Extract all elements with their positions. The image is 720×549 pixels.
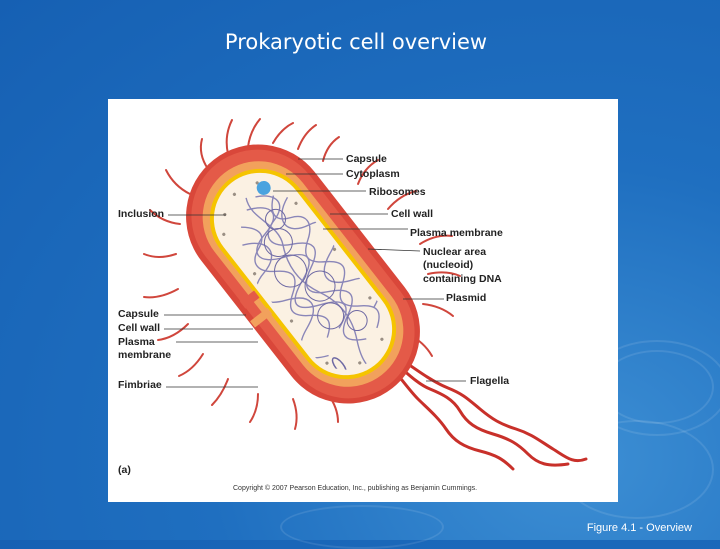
- label-inclusion: Inclusion: [118, 208, 165, 220]
- flagellum: [388, 355, 588, 471]
- inclusion-granule: [256, 180, 271, 195]
- label-capsule-left: Capsule: [118, 308, 159, 320]
- copyright-notice: Copyright © 2007 Pearson Education, Inc.…: [233, 485, 478, 492]
- label-cell-wall-left: Cell wall: [118, 322, 161, 334]
- label-flagella: Flagella: [470, 375, 510, 387]
- label-cytoplasm: Cytoplasm: [346, 168, 400, 180]
- ribosomes-dots: [222, 181, 384, 365]
- nucleoid-dna: [222, 181, 388, 380]
- label-capsule: Capsule: [346, 153, 387, 165]
- prokaryotic-cell-diagram: [143, 118, 588, 471]
- label-cell-wall: Cell wall: [391, 208, 434, 220]
- capsule-cutaway: [239, 290, 260, 309]
- label-fimbriae: Fimbriae: [118, 379, 162, 391]
- figure-caption: Figure 4.1 - Overview: [586, 522, 692, 534]
- label-plasma-membrane: Plasma membrane: [410, 227, 503, 239]
- label-plasmid: Plasmid: [446, 292, 487, 304]
- slide-title: Prokaryotic cell overview: [224, 30, 488, 54]
- label-nucleoid: (nucleoid): [423, 259, 474, 271]
- label-containing-dna: containing DNA: [423, 273, 502, 285]
- background-ripple: [280, 505, 444, 549]
- leader-lines: [164, 158, 466, 388]
- figure-panel: Capsule Cytoplasm Ribosomes Inclusion Ce…: [108, 99, 618, 502]
- label-ribosomes: Ribosomes: [369, 186, 426, 198]
- label-membrane-left: membrane: [118, 349, 172, 361]
- fimbriae: [143, 118, 461, 430]
- cell-body: [186, 144, 420, 404]
- label-plasma-left: Plasma: [118, 336, 155, 348]
- cell-wall-cutaway: [250, 307, 273, 328]
- label-nuclear-area: Nuclear area: [423, 246, 487, 258]
- panel-label: (a): [118, 464, 131, 476]
